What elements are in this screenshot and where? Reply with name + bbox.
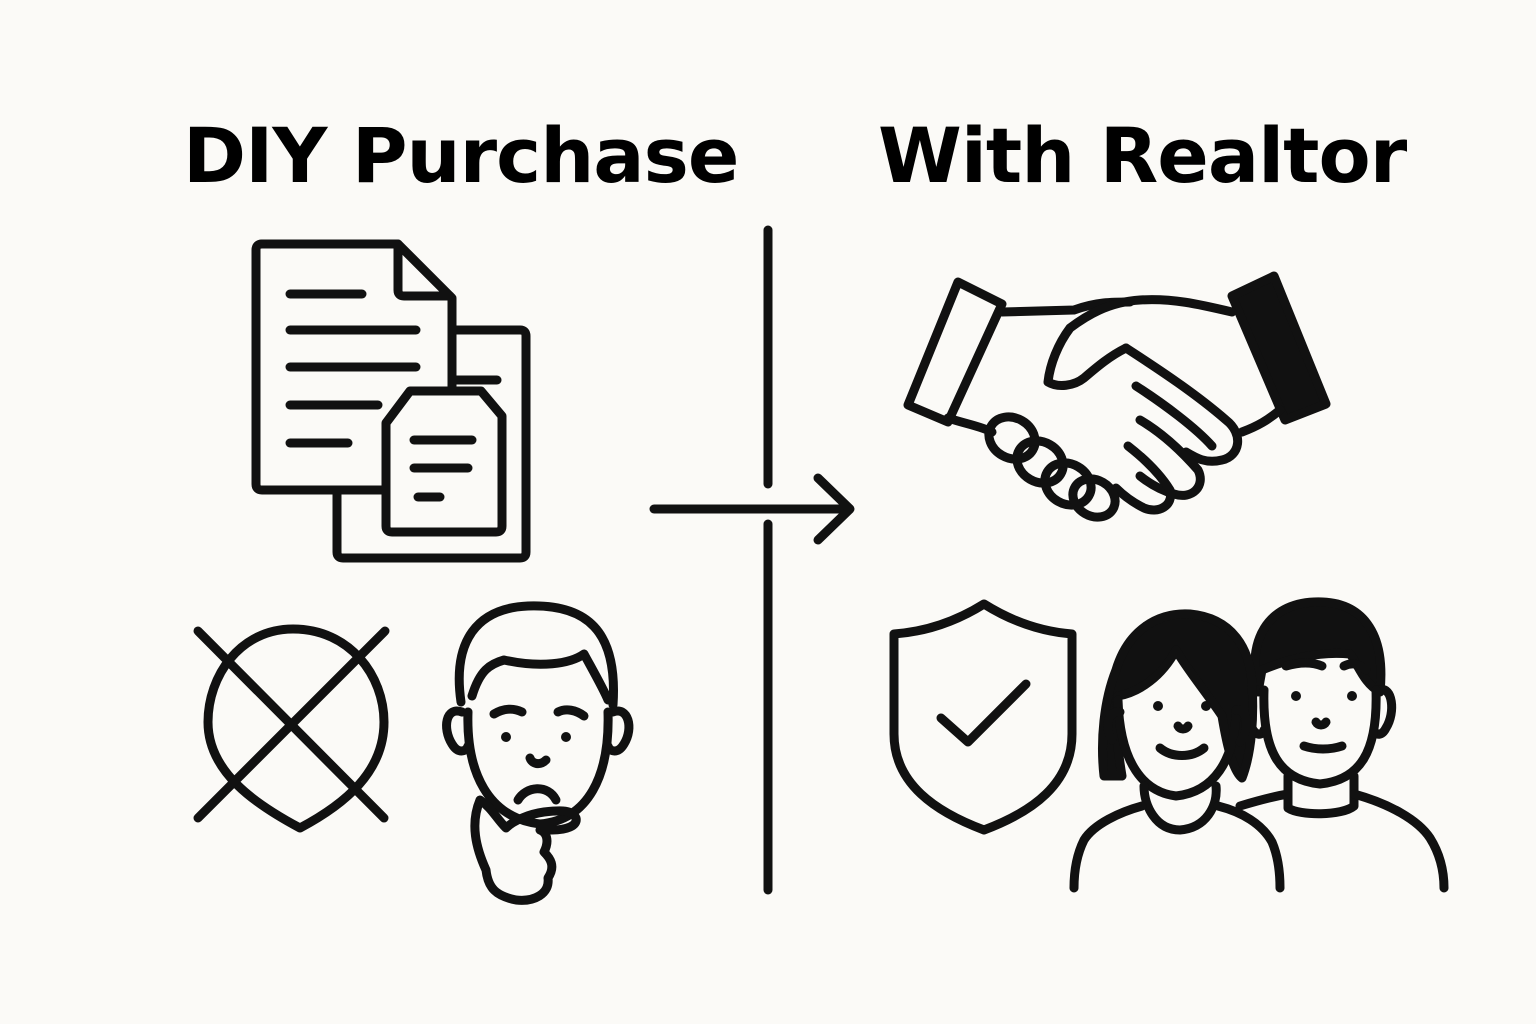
man-figure [1235,597,1449,893]
diy-purchase-title: DIY Purchase [183,111,739,200]
couple-icon [1069,597,1449,893]
woman-figure [1069,609,1285,893]
confused-person-icon [442,601,634,905]
handshake-icon [903,271,1331,522]
shield-check-icon [889,599,1077,835]
crossed-circle-icon [193,624,390,833]
with-realtor-title: With Realtor [878,111,1407,200]
documents-icon [251,239,531,563]
right-arrow-icon [649,473,855,545]
